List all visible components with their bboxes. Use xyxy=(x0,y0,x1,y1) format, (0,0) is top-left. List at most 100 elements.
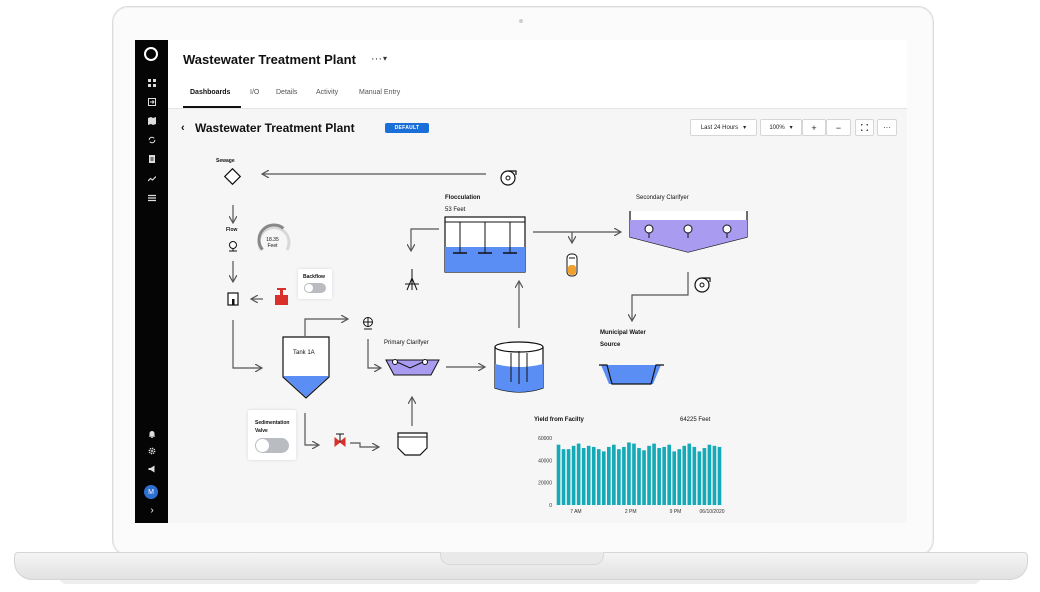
x-tick-label: 2 PM xyxy=(625,509,637,515)
chemical-sensor-icon[interactable] xyxy=(566,253,578,277)
tank-label: Tank 1A xyxy=(293,350,315,356)
chart-title: Yield from Facilty xyxy=(534,417,584,423)
flow-arrow xyxy=(632,272,689,320)
flocculation-label: Flocculation xyxy=(445,195,481,201)
flocculation-value: 53 Feet xyxy=(445,207,466,213)
sedimentation-card: Sedimentation Valve xyxy=(248,410,296,460)
chart-bar xyxy=(647,445,651,505)
menu-icon[interactable] xyxy=(146,192,158,204)
sync-icon[interactable] xyxy=(146,134,158,146)
fullscreen-button[interactable] xyxy=(855,119,874,136)
io-icon[interactable] xyxy=(146,96,158,108)
chart-bar xyxy=(672,451,677,505)
tank-1a[interactable] xyxy=(282,336,330,399)
chart-bar xyxy=(581,448,586,505)
sidebar: M › xyxy=(135,40,168,523)
laptop-notch xyxy=(440,552,604,565)
tab-manual-entry[interactable]: Manual Entry xyxy=(359,89,401,96)
trough-icon[interactable] xyxy=(397,432,428,456)
chevron-down-icon[interactable]: ▾ xyxy=(383,54,388,63)
gauge-value: 18.35 xyxy=(266,237,279,243)
time-range-select[interactable]: Last 24 Hours ▾ xyxy=(690,119,757,136)
tab-dashboards[interactable]: Dashboards xyxy=(190,89,231,96)
chart-bar xyxy=(632,443,636,505)
storage-tank[interactable] xyxy=(494,341,544,393)
flow-meter-icon[interactable] xyxy=(229,241,237,252)
x-tick-label: 7 AM xyxy=(570,509,581,515)
pump-icon[interactable] xyxy=(500,170,517,186)
chart-bar xyxy=(596,449,601,505)
chart-bar xyxy=(662,446,666,505)
level-gauge xyxy=(257,223,291,251)
flow-arrow xyxy=(350,442,378,447)
building-icon[interactable] xyxy=(227,292,239,306)
chart-bar xyxy=(612,444,616,505)
flow-arrow xyxy=(232,320,261,368)
chart-bar xyxy=(657,448,661,505)
sewage-inlet-icon[interactable] xyxy=(223,167,242,186)
municipal-label-2: Source xyxy=(600,342,621,348)
megaphone-icon[interactable] xyxy=(146,463,158,475)
aerator-icon[interactable] xyxy=(363,317,373,330)
chart-bar xyxy=(707,444,712,505)
expand-icon[interactable]: › xyxy=(150,505,154,516)
tab-details[interactable]: Details xyxy=(276,89,298,96)
flow-label: Flow xyxy=(226,227,238,233)
mixer-icon[interactable] xyxy=(405,269,419,291)
municipal-basin[interactable] xyxy=(599,364,664,385)
page-title: Wastewater Treatment Plant xyxy=(183,52,356,67)
more-options-icon[interactable]: ··· xyxy=(371,53,382,65)
sedimentation-label-1: Sedimentation xyxy=(255,420,290,426)
sedimentation-label-2: Valve xyxy=(255,428,268,434)
chart-bar xyxy=(601,451,606,505)
back-icon[interactable]: ‹ xyxy=(181,122,185,134)
sewage-label: Sewage xyxy=(216,158,235,164)
zoom-in-button[interactable]: + xyxy=(802,119,826,136)
y-tick-label: 0 xyxy=(549,503,552,509)
backflow-toggle[interactable] xyxy=(304,283,326,293)
trend-icon[interactable] xyxy=(146,173,158,185)
flow-arrow xyxy=(411,228,439,250)
chevron-down-icon: ▾ xyxy=(789,125,793,131)
zoom-out-button[interactable]: − xyxy=(826,119,851,136)
secondary-clarifyer-label: Secondary Clarifyer xyxy=(636,195,689,201)
default-badge: DEFAULT xyxy=(385,123,429,133)
logo-icon[interactable] xyxy=(144,47,158,61)
sedimentation-toggle[interactable] xyxy=(255,438,289,453)
pump-icon[interactable] xyxy=(694,277,711,293)
flocculation-tank[interactable] xyxy=(444,216,526,273)
chevron-down-icon: ▾ xyxy=(743,125,747,131)
chart-bar xyxy=(571,445,576,505)
flow-arrow xyxy=(367,339,380,368)
bell-icon[interactable] xyxy=(146,428,158,440)
tab-io[interactable]: I/O xyxy=(250,89,260,96)
dashboard-icon[interactable] xyxy=(146,77,158,89)
zoom-select[interactable]: 100% ▾ xyxy=(760,119,802,136)
app-screen: M › Wastewater Treatment Plant ··· ▾ Das… xyxy=(135,40,907,523)
primary-clarifyer[interactable] xyxy=(385,359,440,376)
chart-bar xyxy=(712,445,717,505)
active-tab-indicator xyxy=(183,106,241,108)
y-tick-label: 60000 xyxy=(538,436,552,442)
chart-bar xyxy=(677,449,682,505)
chart-bar xyxy=(556,444,561,505)
more-button[interactable]: ··· xyxy=(877,119,897,136)
map-icon[interactable] xyxy=(146,115,158,127)
tab-activity[interactable]: Activity xyxy=(316,89,339,96)
document-icon[interactable] xyxy=(146,153,158,165)
secondary-clarifyer[interactable] xyxy=(629,211,748,253)
flow-arrow xyxy=(304,413,318,445)
avatar[interactable]: M xyxy=(144,485,158,499)
chart-value: 64225 Feet xyxy=(680,417,711,423)
gear-icon[interactable] xyxy=(146,445,158,457)
sedimentation-valve-icon[interactable] xyxy=(334,433,346,448)
chart-bar xyxy=(622,446,626,505)
chart-bar xyxy=(637,448,641,505)
y-tick-label: 40000 xyxy=(538,458,552,464)
chart-bar xyxy=(652,443,656,505)
chart-bar xyxy=(566,449,571,505)
backflow-valve-icon[interactable] xyxy=(275,288,288,305)
x-tick-label: 06/10/2020 xyxy=(700,509,725,515)
chart-bar xyxy=(697,451,702,505)
